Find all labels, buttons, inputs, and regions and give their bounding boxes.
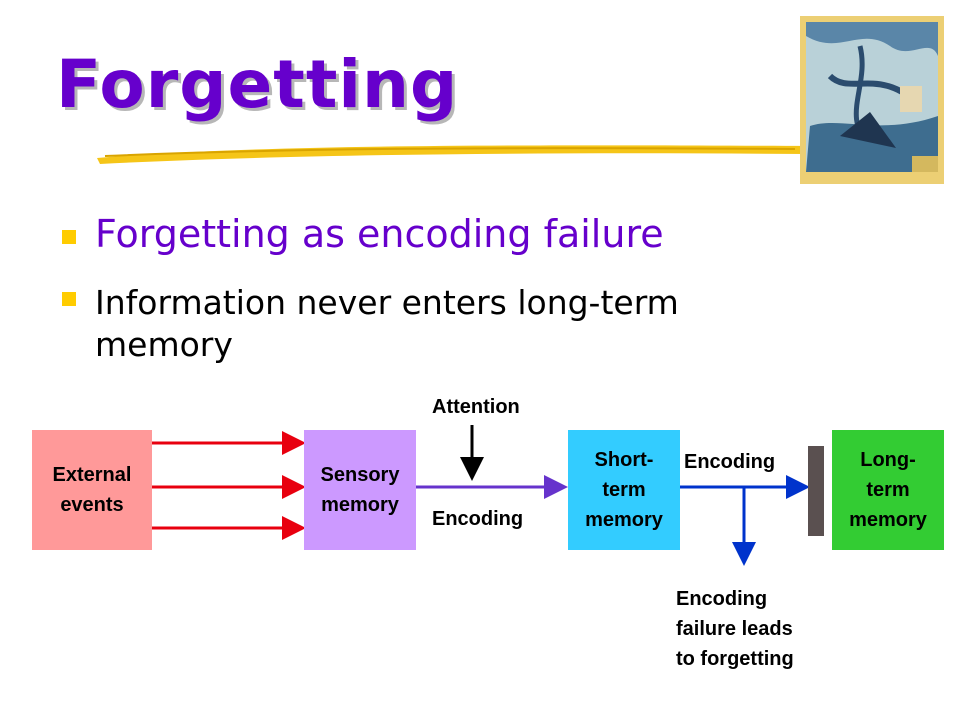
short-term-memory-label: Short- term memory bbox=[585, 449, 663, 531]
external-events-box: External events bbox=[32, 430, 152, 550]
bullet-marker-1 bbox=[62, 230, 76, 244]
encoding-failure-label: Encoding failure leads to forgetting bbox=[676, 588, 794, 670]
slide-title: Forgetting bbox=[56, 46, 459, 123]
title-underline bbox=[97, 145, 810, 164]
long-term-memory-label: Long- term memory bbox=[849, 449, 927, 531]
external-events-label: External events bbox=[52, 464, 132, 516]
encoding-label-1: Encoding bbox=[432, 508, 524, 530]
sensory-memory-box: Sensory memory bbox=[304, 430, 416, 550]
barrier bbox=[808, 446, 824, 536]
bullet-text-1: Forgetting as encoding failure bbox=[95, 212, 664, 256]
bullet-text-2: Information never enters long-term memor… bbox=[95, 283, 679, 364]
attention-label: Attention bbox=[432, 396, 520, 418]
long-term-memory-box: Long- term memory bbox=[832, 430, 944, 550]
short-term-memory-box: Short- term memory bbox=[568, 430, 680, 550]
bullet-marker-2 bbox=[62, 292, 76, 306]
book-cover-image bbox=[800, 16, 944, 184]
sensory-memory-label: Sensory memory bbox=[320, 464, 400, 516]
encoding-label-2: Encoding bbox=[684, 451, 776, 473]
